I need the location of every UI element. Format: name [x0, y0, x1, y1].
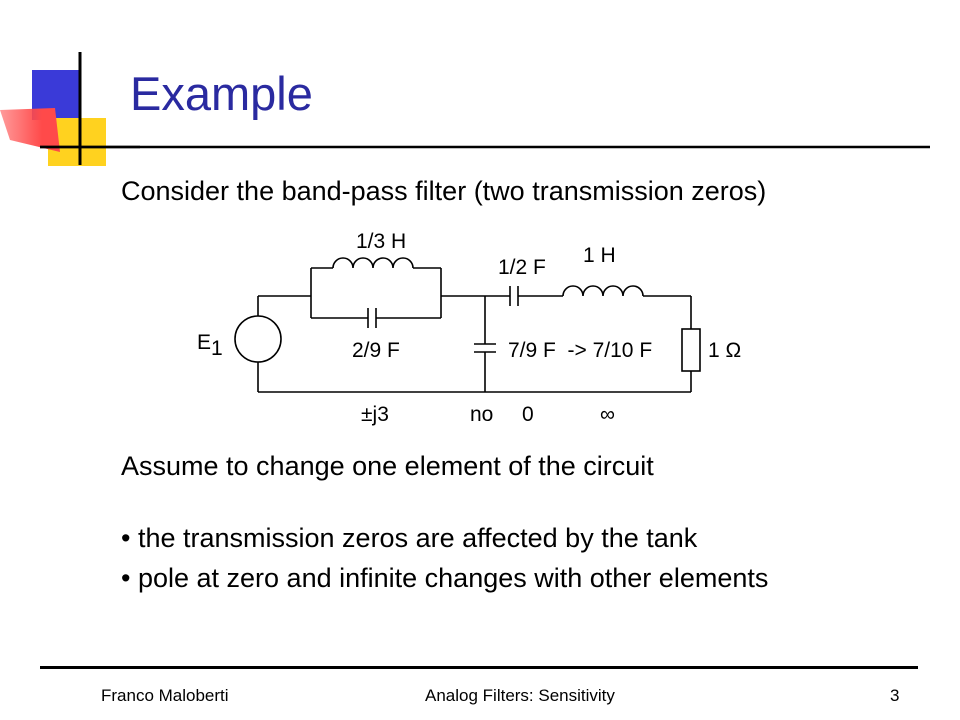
tank-inductor-label: 1/3 H — [356, 230, 406, 253]
shunt-capacitor-label: 7/9 F -> 7/10 F — [508, 339, 652, 362]
corner-decoration — [0, 52, 140, 166]
zero-tank-label: ±j3 — [361, 403, 389, 426]
assume-text: Assume to change one element of the circ… — [121, 451, 654, 481]
footer-course-title: Analog Filters: Sensitivity — [425, 686, 615, 705]
circuit-diagram: E1 1/3 H 2/9 F 1/2 F 1 H 7/9 F -> 7/10 F… — [197, 230, 741, 426]
title-rule-layer — [40, 145, 930, 149]
bullet-item: the transmission zeros are affected by t… — [121, 523, 697, 554]
series-inductor-symbol — [562, 285, 644, 297]
series-inductor-label: 1 H — [583, 244, 616, 267]
load-resistor-symbol — [681, 328, 701, 372]
deco-red-shape — [0, 108, 60, 152]
source-label: E1 — [197, 331, 223, 360]
zero-series-cap-label: 0 — [522, 403, 534, 426]
bullet-item: pole at zero and infinite changes with o… — [121, 563, 768, 594]
footer-page-number: 3 — [890, 686, 900, 705]
slide-title: Example — [130, 67, 313, 120]
footer-author: Franco Maloberti — [101, 686, 229, 705]
voltage-source-symbol — [234, 315, 282, 363]
zero-shunt-label: no — [470, 403, 493, 426]
zero-series-ind-label: ∞ — [600, 403, 615, 426]
load-resistor-label: 1 Ω — [708, 339, 741, 362]
tank-capacitor-label: 2/9 F — [352, 339, 400, 362]
footer-rule — [40, 666, 918, 669]
intro-text: Consider the band-pass filter (two trans… — [121, 176, 767, 206]
tank-inductor-symbol — [332, 257, 414, 269]
series-capacitor-label: 1/2 F — [498, 256, 546, 279]
